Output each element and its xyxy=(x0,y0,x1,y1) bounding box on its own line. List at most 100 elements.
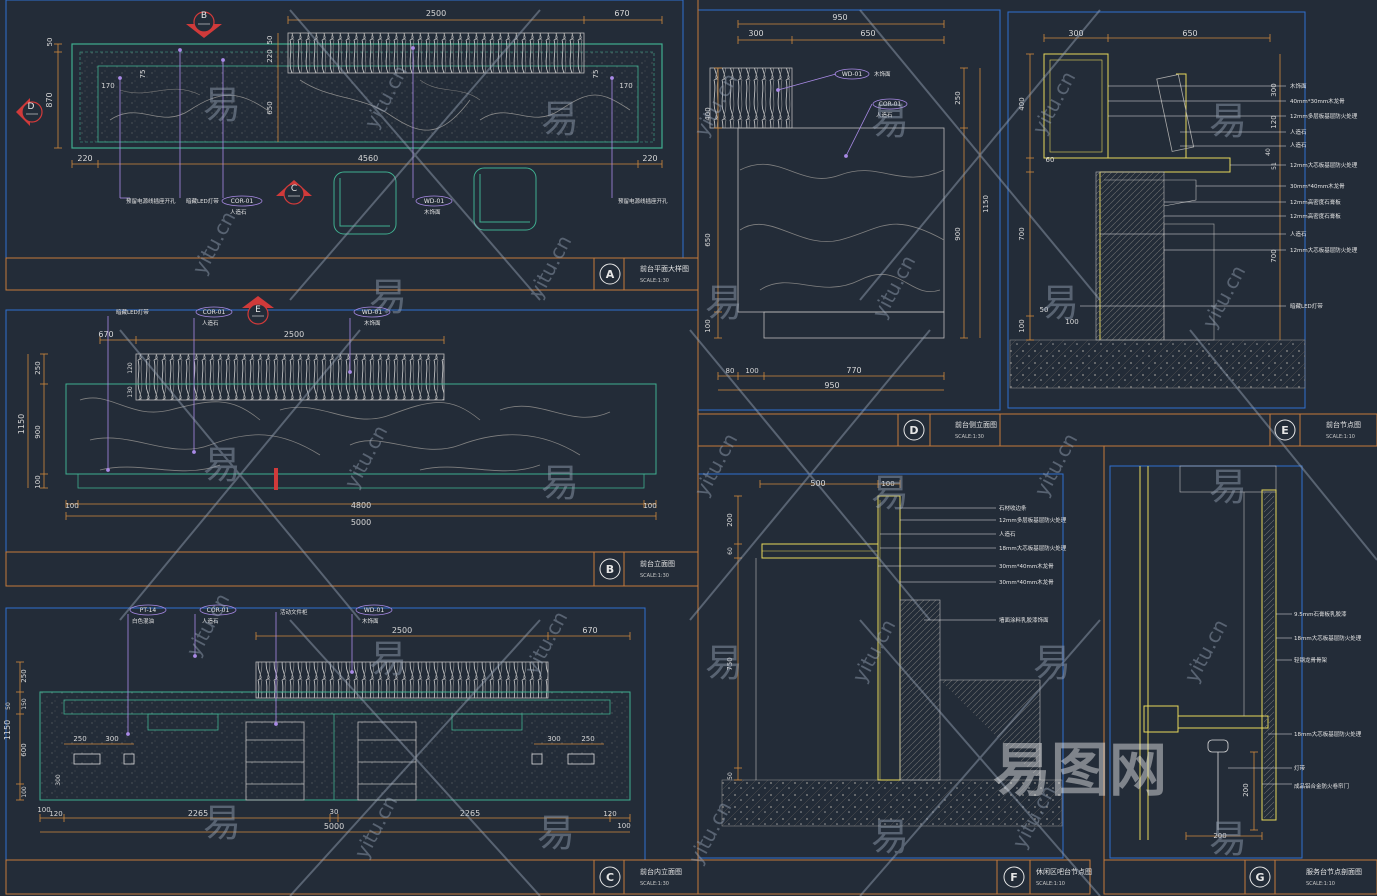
watermark-char-17: 易 xyxy=(871,815,909,859)
d-tag-wd01: WD-01 xyxy=(842,71,863,78)
d-dim-650-left: 650 xyxy=(704,233,712,246)
g-light-fixture xyxy=(1207,739,1229,830)
b-dim-100: 100 xyxy=(34,475,42,488)
d-counter-side xyxy=(737,127,945,313)
watermark-char-12: 易 xyxy=(369,637,407,681)
a-section-marker-d: D xyxy=(16,98,43,126)
g-note-6: 成品铝合金防火卷帘门 xyxy=(1294,782,1349,790)
title-block-d: D 前台侧立面图 SCALE:1:30 xyxy=(903,419,997,441)
watermark-char-14: 易 xyxy=(1033,641,1071,685)
watermark-domain-10: yitu.cn xyxy=(1029,429,1082,500)
a-note-led: 暗藏LED灯带 xyxy=(186,197,219,205)
watermark-char-13: 易 xyxy=(705,641,743,685)
b-dim-1150: 1150 xyxy=(17,414,26,434)
a-section-marker-b: B xyxy=(186,11,222,38)
d-dim-650-top: 650 xyxy=(860,29,875,38)
watermark-diagonals xyxy=(119,9,1377,896)
b-tag-cor01-label: 人造石 xyxy=(202,319,219,327)
svg-text:F: F xyxy=(1010,871,1018,884)
e-note-1: 木饰面 xyxy=(1290,82,1307,90)
g-ceiling-board xyxy=(1177,715,1269,729)
title-block-b: B 前台立面图 SCALE:1:30 xyxy=(599,558,675,580)
svg-text:C: C xyxy=(606,871,614,884)
a-dim-50: 50 xyxy=(46,38,54,47)
a-dim-75-right: 75 xyxy=(592,70,600,79)
watermark-domain-11: yitu.cn xyxy=(181,589,234,660)
watermark-char-16: 易 xyxy=(537,811,575,855)
title-block-lines xyxy=(593,258,1301,894)
e-note-6: 12mm大芯板基层防火处理 xyxy=(1290,161,1358,169)
d-dim-400: 400 xyxy=(704,107,712,120)
panel-b-elevation: 670 2500 1150 250 900 100 120 130 100 48… xyxy=(17,296,657,527)
a-tag-cor01: COR-01 xyxy=(231,198,254,205)
c-tag-wd01: WD-01 xyxy=(364,607,385,614)
svg-text:前台侧立面图: 前台侧立面图 xyxy=(955,420,997,429)
a-tag-wd01-label: 木饰面 xyxy=(424,208,441,216)
watermark-domain-4: yitu.cn xyxy=(1027,67,1080,138)
watermark-char-9: 易 xyxy=(541,461,579,505)
e-dim-700-right: 700 xyxy=(1270,249,1278,262)
c-dim-150: 150 xyxy=(21,698,28,710)
svg-text:SCALE:1:30: SCALE:1:30 xyxy=(955,434,984,440)
c-sockets xyxy=(73,753,595,765)
watermark-domain-1: yitu.cn xyxy=(187,207,240,278)
b-wood-panel xyxy=(135,353,445,401)
watermark-domain-15: yitu.cn xyxy=(349,791,402,862)
watermark-domain-13: yitu.cn xyxy=(847,615,900,686)
title-block-e: E 前台节点图 SCALE:1:10 xyxy=(1274,419,1361,441)
watermark-char-2: 易 xyxy=(541,97,579,141)
a-note-socket-left: 预留电源线插座开孔 xyxy=(126,197,176,205)
e-note-12: 暗藏LED灯带 xyxy=(1290,302,1323,310)
c-dim-120-right: 120 xyxy=(603,810,616,818)
e-dim-51: 51 xyxy=(1271,162,1278,170)
e-note-5: 人造石 xyxy=(1290,141,1307,149)
d-dim-250: 250 xyxy=(954,91,962,104)
g-note-5: 灯带 xyxy=(1294,764,1306,772)
svg-text:SCALE:1:10: SCALE:1:10 xyxy=(1036,881,1065,887)
svg-text:A: A xyxy=(606,268,615,281)
b-dim-900: 900 xyxy=(34,425,42,438)
a-chair-left xyxy=(333,171,397,235)
f-note-5: 30mm*40mm木龙骨 xyxy=(999,562,1054,570)
a-dim-170-right: 170 xyxy=(619,82,632,90)
b-dim-130: 130 xyxy=(127,386,134,398)
d-dim-100-bottom: 100 xyxy=(745,367,758,375)
c-tag-pt14: PT-14 xyxy=(140,607,157,614)
e-dim-100-left: 100 xyxy=(1018,319,1026,332)
d-dim-950-bottom: 950 xyxy=(824,381,839,390)
a-tag-cor01-label: 人造石 xyxy=(230,208,247,216)
a-dim-4560: 4560 xyxy=(358,154,378,163)
svg-text:服务台节点剖面图: 服务台节点剖面图 xyxy=(1306,867,1362,876)
f-dim-100: 100 xyxy=(881,480,894,488)
b-dim-4800: 4800 xyxy=(351,501,371,510)
frames xyxy=(5,0,1377,895)
a-dim-670: 670 xyxy=(614,9,629,18)
e-note-10: 人造石 xyxy=(1290,230,1307,238)
e-floor-slab xyxy=(1009,339,1306,389)
a-dim-220-left: 220 xyxy=(77,154,92,163)
a-wood-panel xyxy=(287,32,585,74)
watermark-char-8: 易 xyxy=(203,443,241,487)
c-note-cabinet: 活动文件柜 xyxy=(280,608,308,616)
c-counter-back xyxy=(39,691,631,801)
c-dim-120-left: 120 xyxy=(49,810,62,818)
d-dim-300: 300 xyxy=(748,29,763,38)
b-dim-100-right: 100 xyxy=(643,502,656,510)
f-floor-slab xyxy=(721,779,1063,827)
watermark-domain-7: yitu.cn xyxy=(1197,261,1250,332)
d-tag-cor01: COR-01 xyxy=(879,101,902,108)
a-section-marker-c: C xyxy=(276,180,312,205)
f-note-1: 石材收边条 xyxy=(999,504,1027,512)
g-dim-200-h: 200 xyxy=(1213,832,1226,840)
g-note-1: 9.5mm石膏板乳胶漆 xyxy=(1294,610,1347,618)
svg-text:C: C xyxy=(291,184,297,194)
c-dim-600: 600 xyxy=(20,743,28,756)
c-dim-250-a: 250 xyxy=(73,735,86,743)
g-dim-200-v: 200 xyxy=(1242,783,1250,796)
e-dim-700-left: 700 xyxy=(1018,227,1026,240)
g-note-3: 轻钢龙骨骨架 xyxy=(1294,656,1328,664)
svg-text:SCALE:1:10: SCALE:1:10 xyxy=(1326,434,1355,440)
c-tag-cor01-label: 人造石 xyxy=(202,617,219,625)
c-cabinet-left xyxy=(245,721,305,801)
